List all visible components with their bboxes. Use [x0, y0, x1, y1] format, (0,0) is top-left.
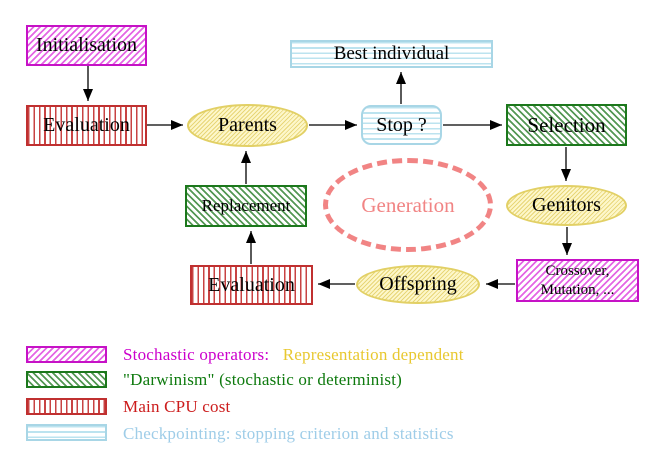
- legend-swatch-darwinism: [26, 371, 107, 388]
- generation-cycle-ellipse: Generation: [323, 158, 493, 252]
- legend-label-cpu-cost: Main CPU cost: [123, 397, 231, 416]
- legend-text-representation: Representation dependent: [282, 345, 464, 364]
- node-evaluation-bottom: Evaluation: [190, 265, 313, 305]
- crossover-line2: Mutation, ...: [540, 281, 615, 298]
- node-best-individual: Best individual: [290, 40, 493, 68]
- legend-label-checkpointing: Checkpointing: stopping criterion and st…: [123, 424, 454, 443]
- node-selection: Selection: [506, 104, 627, 146]
- node-stop: Stop ?: [361, 105, 442, 145]
- node-parents: Parents: [187, 104, 308, 147]
- node-replacement: Replacement: [185, 185, 307, 227]
- legend-label-darwinism: "Darwinism" (stochastic or determinist): [123, 370, 402, 389]
- node-initialisation: Initialisation: [26, 25, 147, 66]
- node-evaluation-top: Evaluation: [26, 105, 147, 146]
- node-offspring: Offspring: [356, 265, 480, 304]
- legend-swatch-stochastic-operators: [26, 346, 107, 363]
- legend-text-stochastic: Stochastic operators:: [123, 345, 270, 364]
- crossover-line1: Crossover,: [545, 262, 610, 279]
- node-crossover-mutation: Crossover, Mutation, ...: [516, 259, 639, 302]
- legend-swatch-cpu-cost: [26, 398, 107, 415]
- legend-label-stochastic-operators: Stochastic operators: Representation dep…: [123, 345, 464, 365]
- node-genitors: Genitors: [506, 185, 627, 226]
- legend-swatch-checkpointing: [26, 424, 107, 441]
